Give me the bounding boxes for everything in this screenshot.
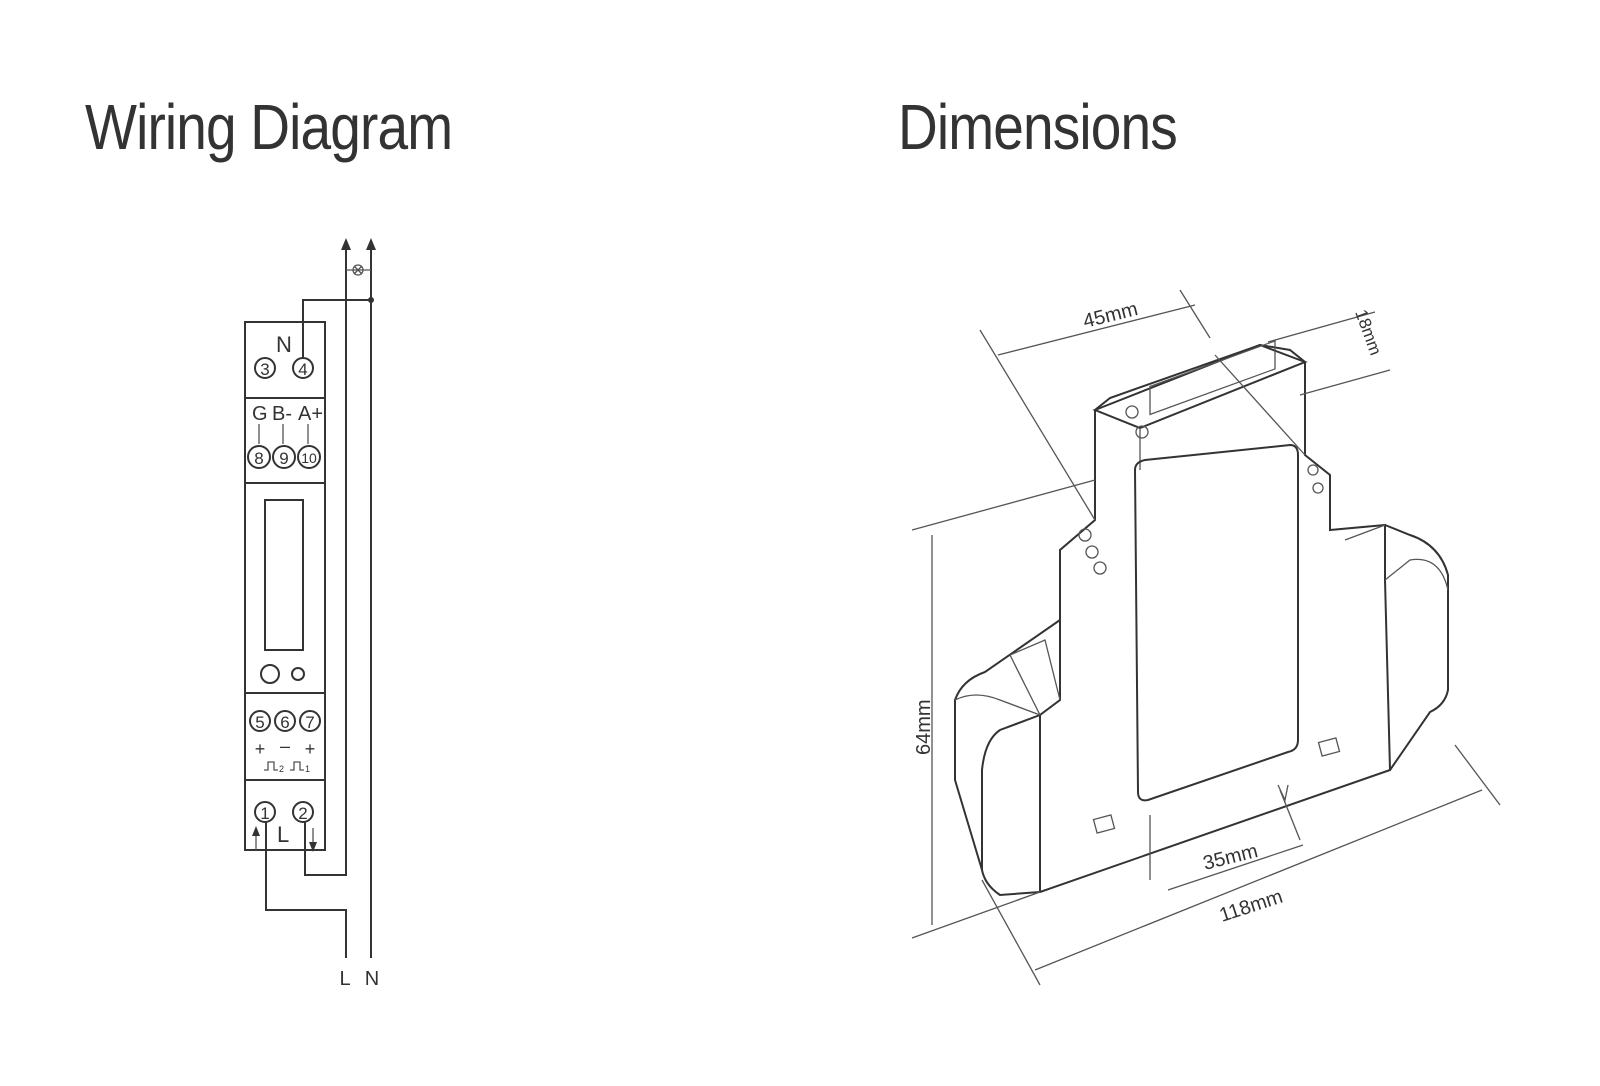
svg-text:2: 2 (279, 764, 284, 774)
label-g: G (252, 403, 268, 425)
svg-text:7: 7 (305, 713, 314, 732)
svg-text:5: 5 (255, 713, 264, 732)
terminal-9: 9 (272, 445, 296, 469)
pulse-output-2-symbol: 2 (264, 761, 284, 774)
dimensions-title: Dimensions (898, 91, 1178, 163)
terminal-7: 7 (299, 710, 321, 732)
arrow-up-icon (252, 826, 260, 850)
svg-text:9: 9 (279, 449, 288, 468)
pulse-output-1-symbol: 1 (290, 761, 310, 774)
line-label: L (277, 822, 289, 847)
pulse-sign-5: + (255, 739, 266, 759)
dimension-lines (911, 289, 1501, 986)
feed-label-l: L (339, 968, 350, 990)
svg-text:1: 1 (260, 804, 269, 823)
feed-label-n: N (365, 968, 379, 990)
led-large (260, 664, 280, 684)
svg-text:2: 2 (298, 804, 307, 823)
wiring-diagram-title: Wiring Diagram (85, 91, 453, 163)
terminal-2: 2 (292, 801, 314, 823)
label-b-minus: B- (272, 403, 292, 425)
svg-text:1: 1 (305, 764, 310, 774)
arrow-down-icon (309, 828, 317, 852)
svg-text:8: 8 (254, 449, 263, 468)
terminal-10: 10 (297, 445, 321, 469)
dim-64mm: 64mm (913, 699, 935, 755)
svg-text:4: 4 (298, 360, 307, 379)
neutral-label: N (276, 332, 292, 357)
svg-text:3: 3 (260, 360, 269, 379)
meter-isometric (954, 340, 1449, 897)
dim-18mm: 18mm (1351, 307, 1385, 358)
pulse-sign-6: – (280, 736, 290, 756)
meter-body (244, 321, 326, 851)
dim-45mm: 45mm (1081, 298, 1140, 333)
svg-text:10: 10 (301, 450, 317, 466)
pulse-sign-7: + (305, 739, 316, 759)
terminal-3: 3 (254, 357, 276, 379)
dim-118mm: 118mm (1217, 886, 1286, 927)
label-a-plus: A+ (298, 403, 323, 425)
terminal-8: 8 (247, 445, 271, 469)
wires (265, 238, 376, 958)
led-small (291, 667, 305, 681)
terminal-6: 6 (274, 710, 296, 732)
meter-lcd (264, 499, 304, 651)
svg-text:6: 6 (280, 713, 289, 732)
terminal-5: 5 (249, 710, 271, 732)
